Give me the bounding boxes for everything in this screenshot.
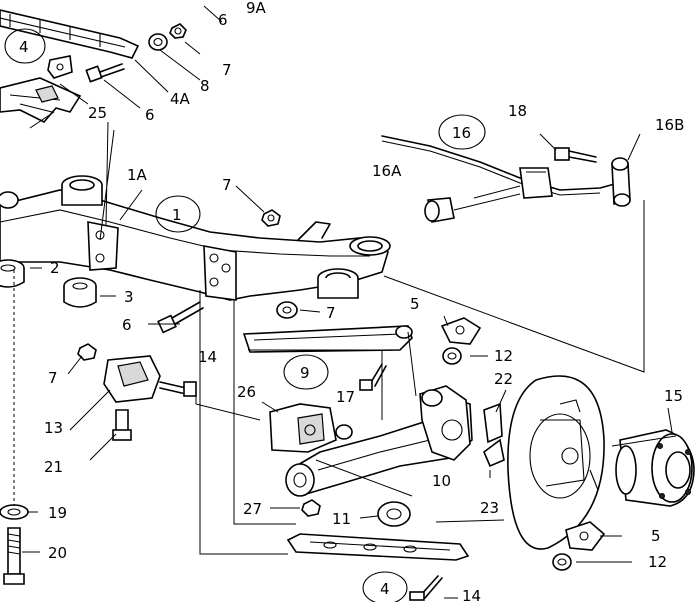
callout-1: 1 [172, 206, 182, 224]
bracket-part-13 [103, 355, 161, 403]
callout-6-middle: 6 [122, 316, 132, 334]
callout-26: 26 [237, 383, 256, 401]
nut-part-7-left [77, 343, 97, 361]
callout-ring-4-top [4, 28, 46, 64]
nut-part-7-subframe [261, 209, 281, 227]
callout-3: 3 [124, 288, 134, 306]
callout-13: 13 [44, 419, 63, 437]
callout-22: 22 [494, 370, 513, 388]
bolt-part-6-middle [157, 301, 204, 334]
callout-19: 19 [48, 504, 67, 522]
link-part-16B [611, 157, 631, 207]
callout-21: 21 [44, 458, 63, 476]
bushing-part-7-right [276, 301, 298, 319]
callout-23: 23 [480, 499, 499, 517]
brake-backing-plate [507, 375, 605, 550]
callout-6-upper: 6 [145, 106, 155, 124]
bolt-part-17 [359, 363, 387, 391]
bushing-part-8 [148, 33, 168, 51]
callout-14-lower: 14 [462, 587, 481, 602]
callout-16B: 16B [655, 116, 684, 134]
callout-8: 8 [200, 77, 210, 95]
callout-11: 11 [332, 510, 351, 528]
callout-ring-9 [283, 354, 329, 390]
bushing-part-12-upper [442, 347, 462, 365]
subframe-part-1 [0, 175, 391, 301]
callout-17: 17 [336, 388, 355, 406]
leader-lines [22, 5, 677, 599]
bolt-part-14-upper [159, 381, 197, 397]
upper-mount-rail [0, 9, 140, 59]
callout-ring-16 [438, 114, 486, 150]
clip-part-23 [483, 438, 505, 468]
link-assembly-part-25 [0, 77, 82, 123]
callout-9: 9 [300, 364, 310, 382]
callout-27: 27 [243, 500, 262, 518]
wheel-hub-part-15 [615, 429, 695, 507]
lower-link-part-14 [286, 533, 470, 561]
bracket-part-26 [269, 403, 337, 453]
bolt-part-14-lower [409, 575, 443, 601]
bolt-part-20 [3, 527, 25, 585]
callout-7-left: 7 [48, 369, 58, 387]
callout-4-bottom: 4 [380, 580, 390, 598]
callout-12-lower: 12 [648, 553, 667, 571]
callout-12-upper: 12 [494, 347, 513, 365]
callout-7-top: 7 [222, 61, 232, 79]
bushing-part-16A [424, 197, 455, 223]
callout-16: 16 [452, 124, 471, 142]
callout-25: 25 [88, 104, 107, 122]
callout-4A: 4A [170, 90, 191, 108]
callout-4-top: 4 [19, 38, 29, 56]
callout-5-upper: 5 [410, 295, 420, 313]
nut-part-17-bushing [335, 424, 353, 440]
bushing-part-12-lower [552, 553, 572, 571]
callout-7-subframe: 7 [222, 176, 232, 194]
callout-6-top: 6 [218, 11, 228, 29]
bracket-part-22 [483, 402, 503, 444]
bushing-part-3 [63, 277, 97, 308]
bolt-part-21 [112, 409, 132, 441]
callout-1A: 1A [127, 166, 148, 184]
callout-20: 20 [48, 544, 67, 562]
bushing-part-2 [0, 259, 25, 288]
callout-9A: 9A [246, 0, 267, 17]
callout-5-lower: 5 [651, 527, 661, 545]
nut-part-27 [301, 499, 321, 517]
lateral-link-part-9 [242, 325, 413, 353]
bushing-part-11 [377, 501, 411, 527]
nut-part-7-top [169, 23, 187, 39]
stabilizer-bar-part-16 [381, 135, 623, 199]
callout-14-upper: 14 [198, 348, 217, 366]
callout-15: 15 [664, 387, 683, 405]
bracket-part-5-lower [565, 521, 606, 551]
callout-2: 2 [50, 259, 60, 277]
callout-ring-1 [155, 195, 201, 233]
bracket-part-5-upper [440, 317, 482, 345]
bracket-part-4A [47, 55, 73, 79]
washer-part-19 [0, 504, 29, 520]
bolt-part-18 [554, 147, 597, 163]
callout-16A: 16A [372, 162, 402, 180]
wheel-knuckle [419, 385, 471, 461]
callout-18: 18 [508, 102, 527, 120]
callout-7-right: 7 [326, 304, 336, 322]
callout-10: 10 [432, 472, 451, 490]
bolt-part-6-top [85, 63, 125, 83]
